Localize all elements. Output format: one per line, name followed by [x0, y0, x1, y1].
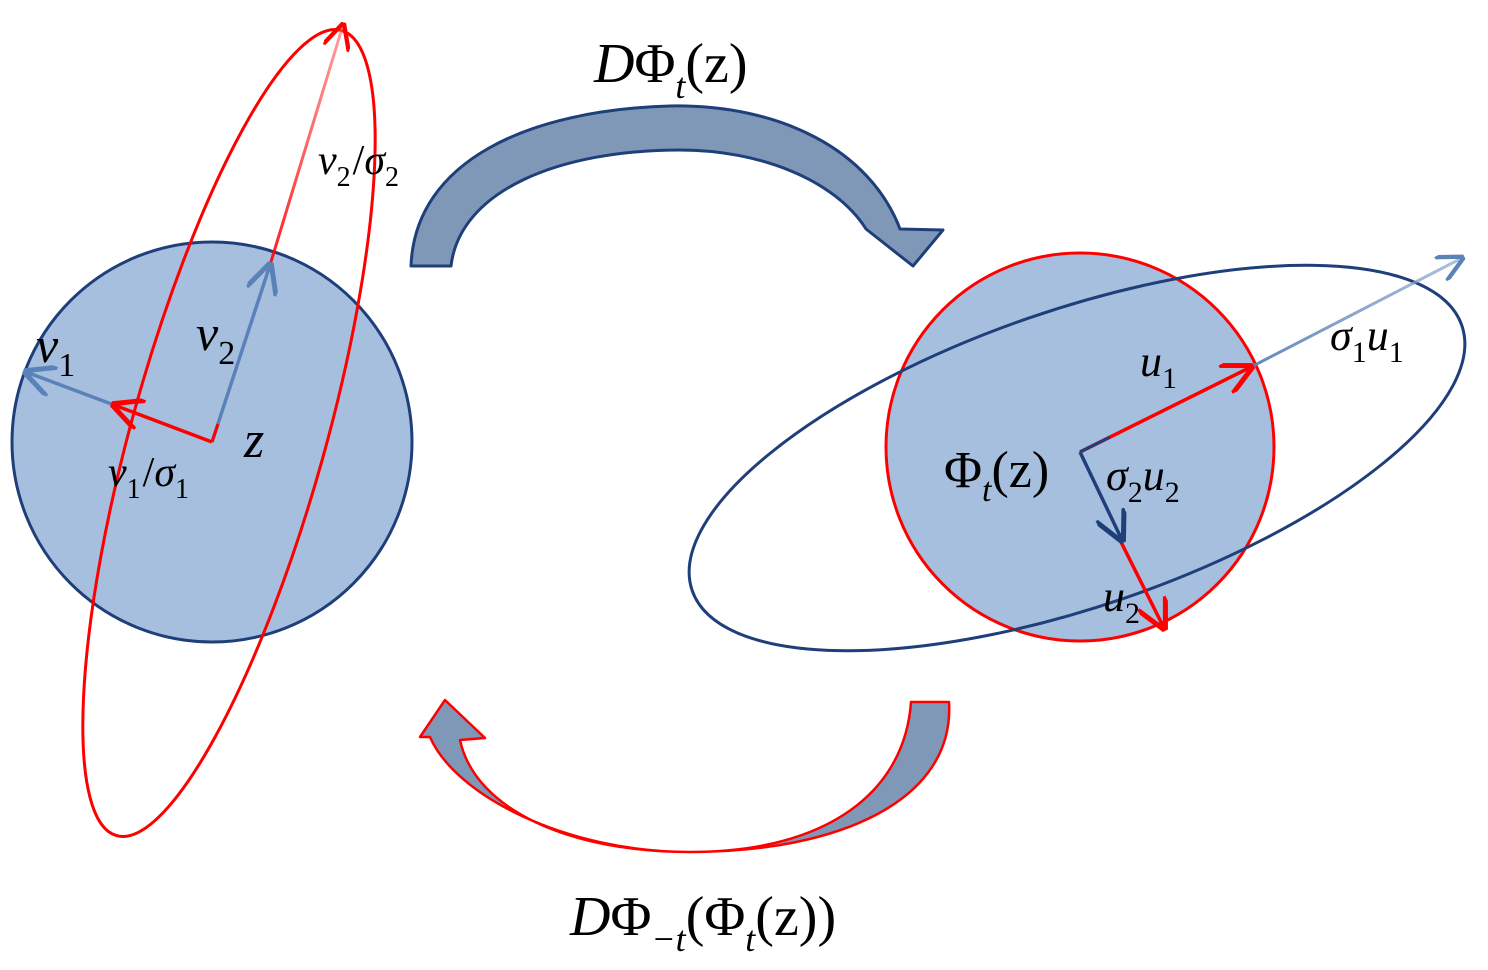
sigma2-u2-arrow — [1078, 451, 1122, 540]
v2-over-sigma2-arrow — [268, 25, 343, 266]
u2-arrow — [1118, 539, 1164, 628]
u1-base-segment — [1079, 435, 1111, 454]
right-unit-disk — [884, 251, 1276, 643]
label-sigma1-u1: σ1u1 — [1330, 311, 1404, 369]
label-v1-over-sigma1: v1/σ1 — [108, 450, 189, 505]
v2-base-segment — [210, 423, 220, 443]
right-image-ellipse — [687, 263, 1467, 653]
label-forward-map: DΦt(z) — [593, 33, 748, 106]
v1-arrow — [26, 372, 115, 407]
backward-map-arrow — [418, 698, 951, 854]
label-v1: v1 — [36, 317, 75, 384]
label-z-left: z — [243, 412, 264, 469]
label-sigma2-u2: σ2u2 — [1106, 451, 1180, 509]
sigma1-u1-arrow — [1250, 258, 1462, 369]
v1-over-sigma1-arrow — [114, 405, 213, 444]
label-backward-map: DΦ−t(Φt(z)) — [569, 886, 836, 959]
label-v2: v2 — [196, 305, 235, 372]
v2-arrow — [210, 265, 270, 443]
label-u1: u1 — [1140, 337, 1177, 395]
forward-map-arrow — [409, 104, 945, 268]
label-u2: u2 — [1103, 572, 1140, 630]
label-phi-t-z: Φt(z) — [944, 442, 1049, 509]
label-v2-over-sigma2: v2/σ2 — [318, 138, 399, 193]
